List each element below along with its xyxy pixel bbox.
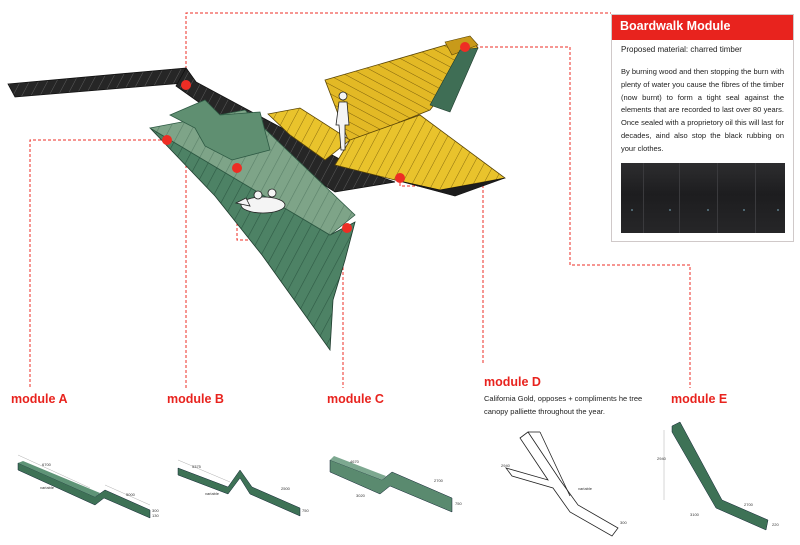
- marker-c: [342, 223, 352, 233]
- dim-b-3: variable: [205, 491, 220, 496]
- dim-e-3: 2700: [744, 502, 754, 507]
- info-body: By burning wood and then stopping the bu…: [621, 67, 784, 153]
- green-wave: [169, 99, 271, 161]
- module-e-label: module E: [671, 392, 728, 406]
- green-sweep-front: [149, 127, 356, 352]
- marker-e: [460, 42, 470, 52]
- markers: [162, 42, 470, 233]
- dim-d-2: variable: [578, 486, 593, 491]
- dim-a-3: 5000: [126, 492, 136, 497]
- marker-b: [232, 163, 242, 173]
- black-under-seat: [394, 177, 506, 197]
- dim-e-4: 220: [772, 522, 779, 527]
- standing-figure: [335, 91, 350, 151]
- dim-d-1: 2940: [501, 463, 511, 468]
- module-a-label: module A: [11, 392, 68, 406]
- sitting-figures: [234, 188, 286, 214]
- leader-line-a: [29, 139, 166, 388]
- marker-top: [181, 80, 191, 90]
- charred-timber-photo: [621, 163, 785, 233]
- dim-b-1: 5375: [192, 464, 202, 469]
- thumb-module-c: 4670 2700 3020 750: [329, 456, 462, 513]
- dim-e-1: 2940: [657, 456, 667, 461]
- marker-d: [395, 173, 405, 183]
- info-box: Boardwalk Module Proposed material: char…: [611, 14, 794, 242]
- dim-b-2: 2500: [281, 486, 291, 491]
- module-c-label: module C: [327, 392, 384, 406]
- dim-a-1: 6700: [42, 462, 52, 467]
- black-walkway-tail: [7, 67, 197, 98]
- leader-line-d: [399, 178, 484, 365]
- dim-b-4: 750: [302, 508, 309, 513]
- marker-a: [162, 135, 172, 145]
- dim-a-2: variable: [40, 485, 55, 490]
- dim-e-2: 3100: [690, 512, 700, 517]
- boardwalk-render: [7, 35, 506, 352]
- thumb-module-d: 2940 variable 300: [501, 431, 627, 537]
- module-b-label: module B: [167, 392, 224, 406]
- dim-a-5: 130: [152, 513, 159, 518]
- dim-d-3: 300: [620, 520, 627, 525]
- info-title: Boardwalk Module: [612, 15, 793, 40]
- dim-c-4: 750: [455, 501, 462, 506]
- leader-line-e: [465, 46, 691, 388]
- thumb-module-b: 5375 2500 variable 750: [177, 459, 309, 517]
- module-d-label: module D: [484, 375, 541, 389]
- leader-lines: [29, 12, 691, 388]
- thumb-module-e: 2940 3100 2700 220: [657, 421, 779, 531]
- dim-c-2: 2700: [434, 478, 444, 483]
- leader-line-top: [185, 12, 611, 84]
- green-spine: [429, 47, 479, 113]
- dim-c-1: 4670: [350, 459, 360, 464]
- dim-a-4: 300: [152, 508, 159, 513]
- info-subtitle: Proposed material: charred timber: [621, 45, 742, 54]
- yellow-seat-left: [267, 107, 351, 161]
- module-thumbnails: 6700 variable 5000 300 130 5375 2500 var…: [17, 421, 779, 537]
- dim-c-3: 3020: [356, 493, 366, 498]
- thumb-module-a: 6700 variable 5000 300 130: [17, 454, 159, 519]
- module-d-description: California Gold, opposes + compliments h…: [484, 394, 643, 416]
